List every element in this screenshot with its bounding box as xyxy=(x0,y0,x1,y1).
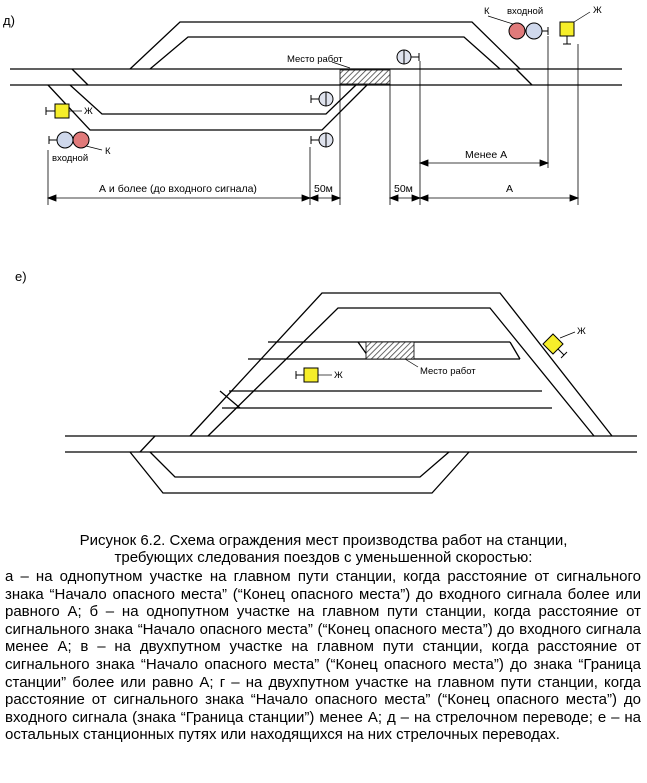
panel-d-label: д) xyxy=(3,13,15,28)
caption-line-1: Рисунок 6.2. Схема ограждения мест произ… xyxy=(79,532,568,549)
lower-branch xyxy=(47,84,368,131)
work-place-e-label: Место работ xyxy=(420,366,476,377)
dim-a: А xyxy=(506,183,513,195)
danger-sign-top xyxy=(396,49,420,65)
signal-right-yellow-label: Ж xyxy=(593,5,602,16)
panel-d: д) Место работ xyxy=(3,5,622,205)
signal-left: Ж К входной xyxy=(45,103,111,164)
signal-right: К входной Ж xyxy=(484,5,602,45)
caption-line-2: требующих следования поездов с уменьшенн… xyxy=(114,549,533,566)
yellow-sign-right xyxy=(559,21,575,37)
work-place-d-leader xyxy=(331,61,351,69)
work-place-d xyxy=(339,69,391,85)
work-place-e xyxy=(365,341,415,360)
figure-description: а – на однопутном участке на главном пут… xyxy=(5,568,641,744)
track-diagrams: д) Место работ xyxy=(3,5,637,494)
dim-a-or-more: А и более (до входного сигнала) xyxy=(99,183,257,195)
yellow-sign-e2-label: Ж xyxy=(577,326,586,337)
signal-right-red-label: К xyxy=(484,6,490,17)
yellow-sign-e1-label: Ж xyxy=(334,370,343,381)
signal-left-name: входной xyxy=(52,153,88,164)
figure-caption: Рисунок 6.2. Схема ограждения мест произ… xyxy=(0,532,647,566)
signal-right-name: входной xyxy=(507,6,543,17)
work-place-e-leader xyxy=(404,358,419,368)
dimension-arrows xyxy=(46,159,580,202)
signal-left-red-label: К xyxy=(105,146,111,157)
yellow-sign-e2: Ж xyxy=(542,326,586,359)
dim-50m-right: 50м xyxy=(394,183,413,195)
dim-less-a: Менее А xyxy=(465,149,507,161)
signal-left-yellow-label: Ж xyxy=(84,106,93,117)
station-tracks xyxy=(65,292,637,494)
dim-50m-left: 50м xyxy=(314,183,333,195)
dimension-lines xyxy=(47,36,579,205)
main-track xyxy=(10,68,622,86)
panel-e-label: е) xyxy=(15,269,27,284)
work-place-d-label: Место работ xyxy=(287,54,343,65)
danger-sign-mid xyxy=(310,91,334,107)
yellow-sign-left xyxy=(54,103,70,119)
upper-siding xyxy=(129,21,521,70)
yellow-sign-e1: Ж xyxy=(295,367,343,383)
panel-e: е) Место работ xyxy=(15,269,637,494)
danger-sign-bottom xyxy=(310,132,334,148)
